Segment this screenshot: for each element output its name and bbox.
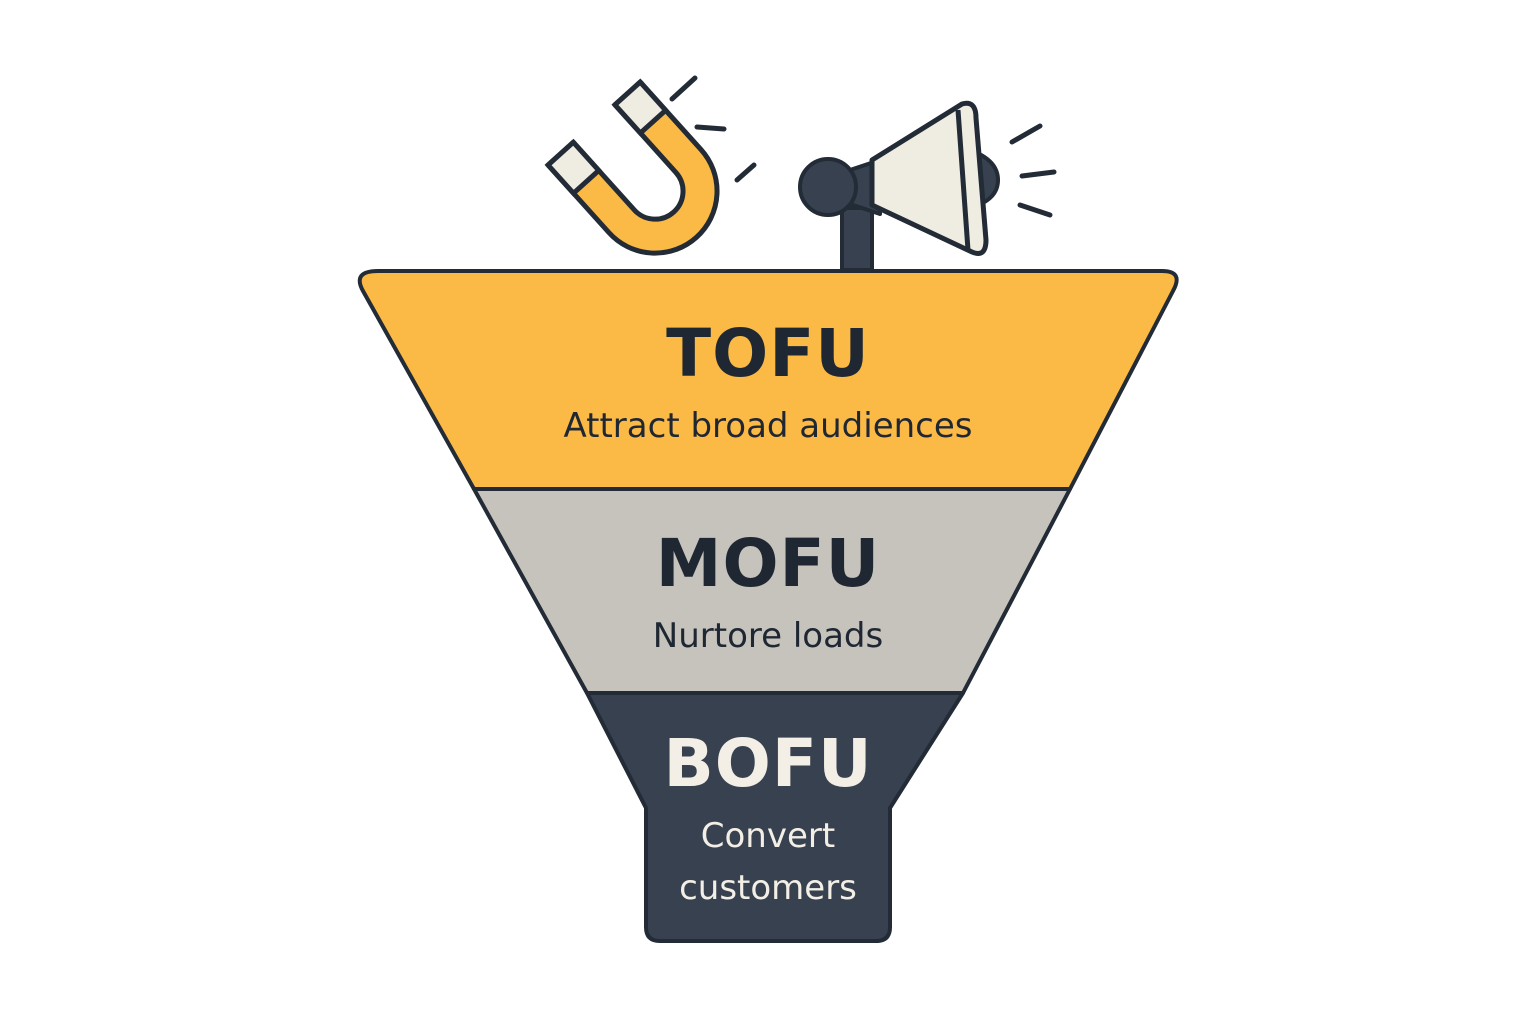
magnet-icon [544, 78, 720, 256]
megaphone-rays [1009, 123, 1057, 218]
tofu-description: Attract broad audiences [563, 406, 973, 446]
bofu-band [585, 691, 965, 943]
bofu-description: Convert customers [679, 816, 857, 908]
tofu-title: TOFU [666, 315, 870, 392]
magnet-rays [669, 75, 757, 183]
mofu-description: Nurtore loads [652, 616, 884, 656]
bofu-title: BOFU [663, 725, 873, 802]
mofu-title: MOFU [655, 525, 881, 602]
megaphone-icon [798, 100, 1000, 272]
